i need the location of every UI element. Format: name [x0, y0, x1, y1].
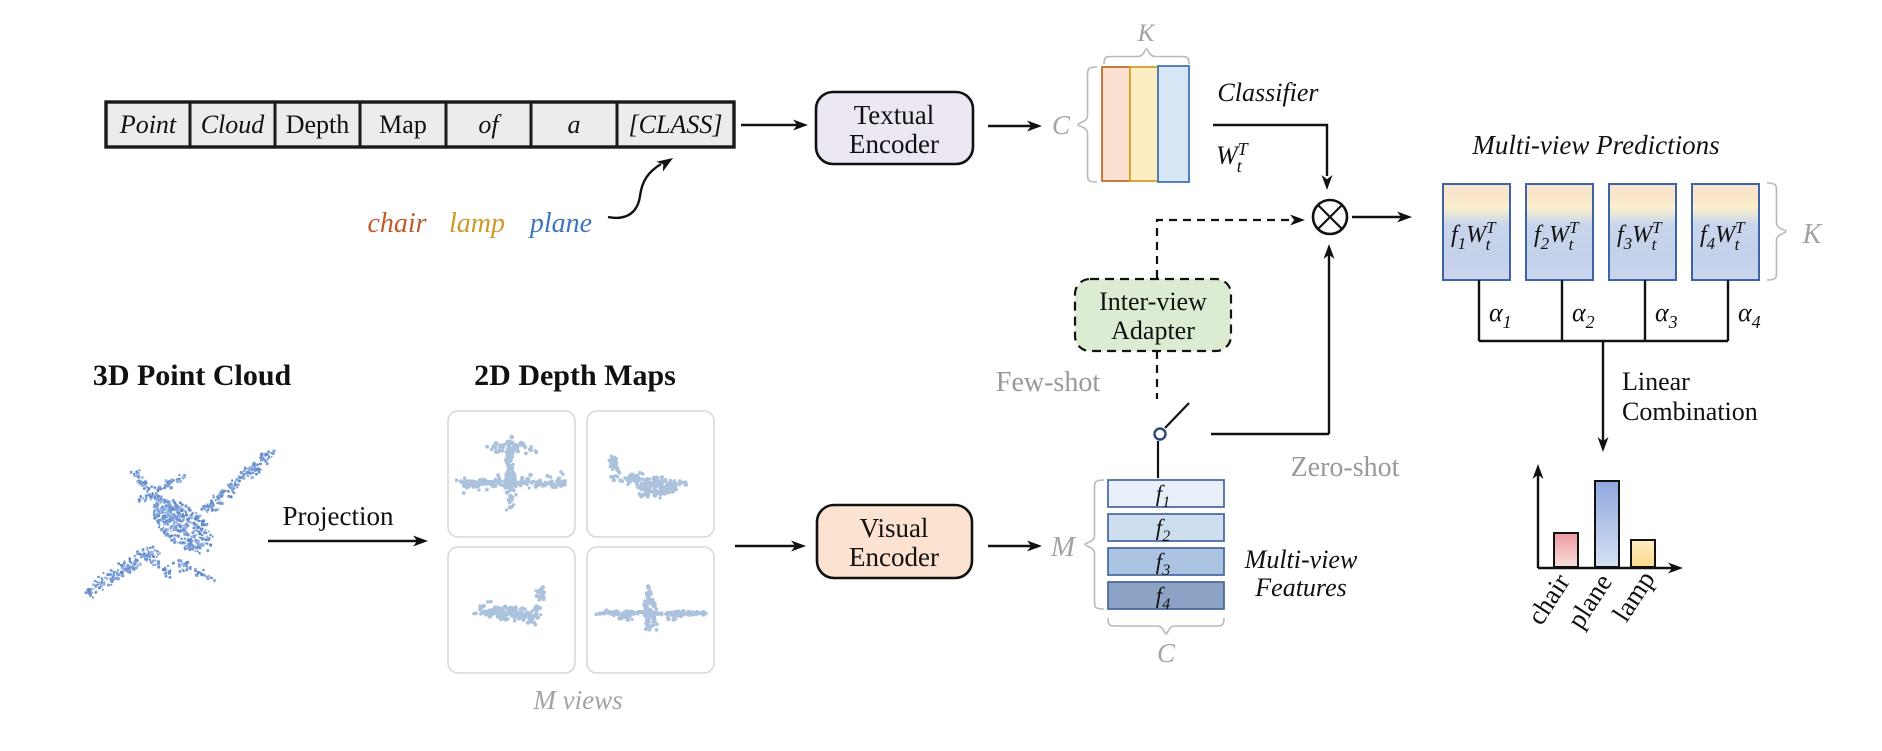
svg-text:Visual: Visual — [860, 513, 929, 543]
svg-text:C: C — [1157, 638, 1176, 668]
svg-text:[CLASS]: [CLASS] — [629, 110, 723, 139]
svg-text:Projection: Projection — [283, 501, 394, 531]
svg-text:Inter-view: Inter-view — [1099, 287, 1207, 316]
svg-text:a: a — [568, 110, 581, 139]
svg-text:Encoder: Encoder — [849, 129, 939, 159]
svg-text:Multi-view Predictions: Multi-view Predictions — [1471, 130, 1719, 160]
svg-text:2D Depth Maps: 2D Depth Maps — [474, 359, 676, 392]
svg-text:Map: Map — [379, 110, 427, 139]
svg-text:Linear: Linear — [1622, 367, 1690, 396]
svg-text:C: C — [1052, 110, 1071, 140]
svg-text:of: of — [478, 110, 502, 139]
svg-text:Classifier: Classifier — [1217, 78, 1319, 107]
svg-text:M: M — [1050, 531, 1077, 563]
svg-text:chair: chair — [367, 208, 426, 239]
svg-text:Depth: Depth — [286, 110, 350, 139]
svg-text:lamp: lamp — [449, 208, 505, 239]
svg-text:Features: Features — [1254, 573, 1346, 602]
svg-text:Encoder: Encoder — [849, 542, 939, 572]
svg-text:Point: Point — [119, 110, 177, 139]
svg-text:Multi-view: Multi-view — [1244, 545, 1358, 574]
svg-text:plane: plane — [528, 208, 592, 239]
svg-text:Combination: Combination — [1622, 397, 1758, 426]
svg-text:Zero-shot: Zero-shot — [1291, 452, 1400, 483]
svg-text:Textual: Textual — [854, 100, 935, 130]
svg-text:K: K — [1802, 219, 1823, 250]
svg-text:Few-shot: Few-shot — [996, 367, 1100, 398]
svg-text:M views: M views — [532, 685, 622, 715]
svg-text:K: K — [1137, 20, 1156, 47]
svg-text:Adapter: Adapter — [1111, 316, 1195, 345]
svg-text:Cloud: Cloud — [201, 110, 266, 139]
svg-text:3D Point Cloud: 3D Point Cloud — [93, 359, 292, 392]
